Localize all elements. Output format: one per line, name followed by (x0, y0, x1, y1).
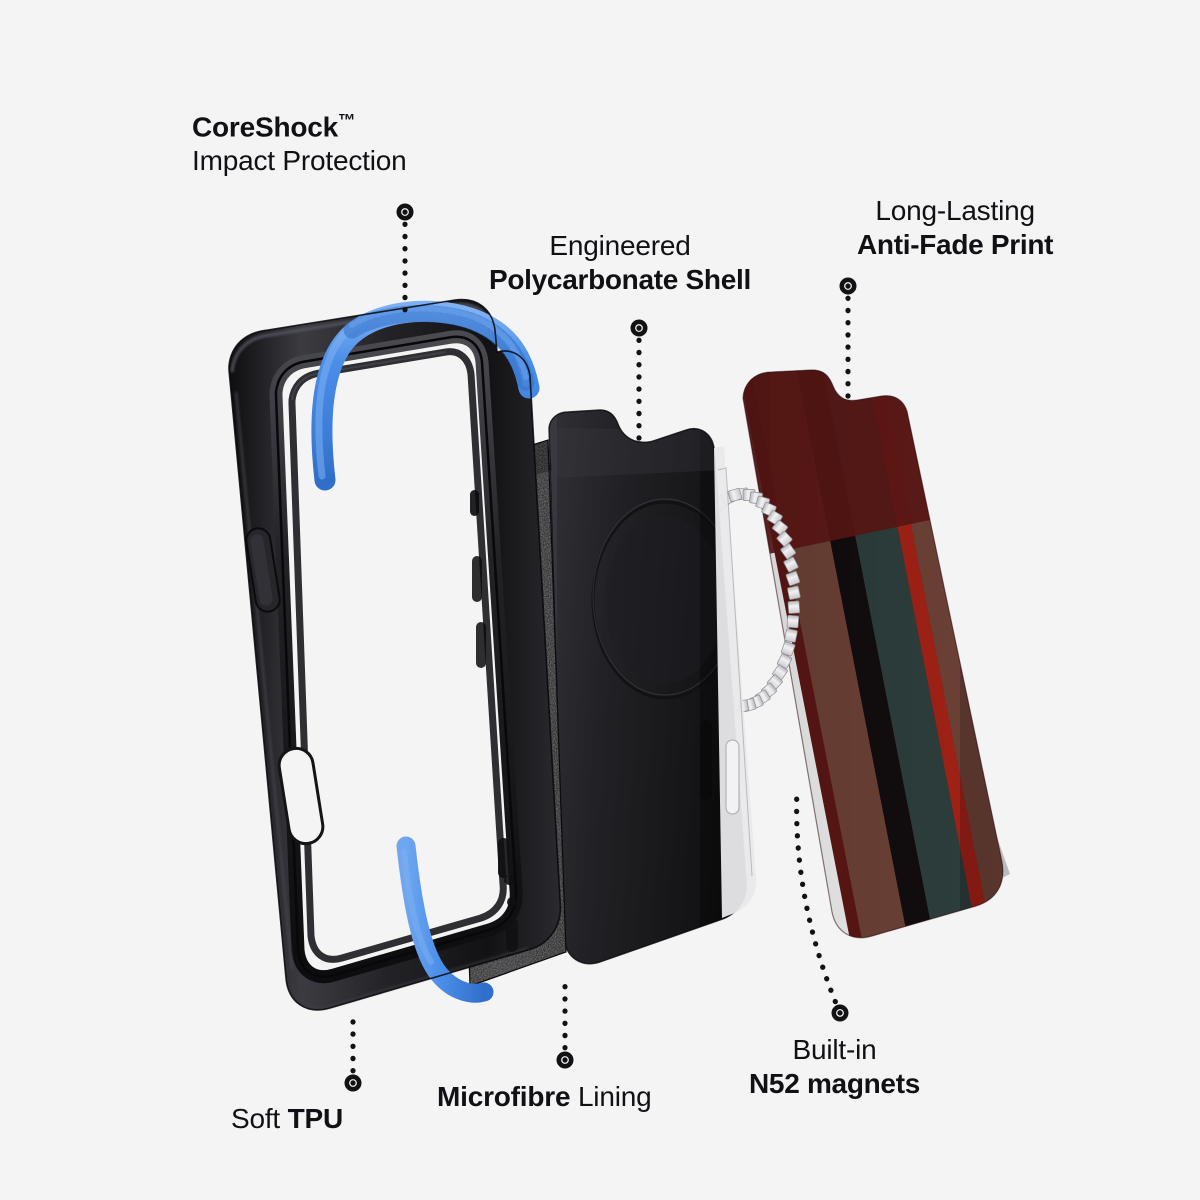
callout-magnets-line2: N52 magnets (749, 1068, 920, 1100)
magnet-segment (784, 628, 798, 643)
callout-polycarbonate-line2: Polycarbonate Shell (489, 264, 751, 296)
printed-back-panel (742, 350, 1200, 990)
callout-microfibre-lining: Microfibre Lining (437, 1080, 652, 1114)
leader-ring (344, 1074, 362, 1092)
callout-coreshock-line1: CoreShock™ (192, 110, 356, 143)
blue-accent-bottom (396, 836, 494, 1003)
leader-ring (396, 203, 414, 221)
magnet-segment (783, 556, 799, 573)
magnet-segment (781, 641, 796, 657)
callout-microfibre-regular: Lining (570, 1081, 652, 1112)
print-stripe (1037, 350, 1194, 990)
callout-soft-tpu-regular: Soft (231, 1103, 288, 1134)
callout-coreshock-line2: Impact Protection (192, 145, 407, 177)
polycarbonate-shell (548, 409, 801, 965)
leader-ring (839, 277, 857, 295)
port-cutouts (470, 490, 518, 952)
leader-ring (630, 319, 648, 337)
callout-coreshock: CoreShock™ Impact Protection (192, 110, 407, 179)
callout-n52-magnets: Built-in N52 magnets (749, 1033, 920, 1101)
magnet-segment (786, 614, 800, 629)
callout-polycarbonate: Engineered Polycarbonate Shell (489, 229, 751, 297)
callout-antifade-line2: Anti-Fade Print (857, 229, 1054, 261)
leader-ring (556, 1051, 574, 1069)
callout-soft-tpu-bold: TPU (287, 1103, 344, 1134)
callout-antifade-print: Long-Lasting Anti-Fade Print (857, 194, 1053, 262)
print-stripe (1069, 350, 1200, 990)
callout-antifade-line1: Long-Lasting (875, 195, 1035, 226)
print-stripe (1013, 350, 1162, 990)
magnet-segment (787, 585, 801, 600)
callout-microfibre-bold: Microfibre (437, 1081, 571, 1112)
magnet-segment (785, 570, 801, 586)
tpu-bumper-frame (228, 298, 562, 1011)
leader-ring (831, 1004, 849, 1022)
print-stripe (973, 370, 1003, 938)
callout-soft-tpu: Soft TPU (231, 1102, 343, 1136)
leader-lines (344, 203, 857, 1092)
callout-polycarbonate-line1: Engineered (549, 230, 691, 261)
magnet-segment (727, 488, 743, 502)
side-buttons (245, 527, 325, 846)
callout-magnets-line1: Built-in (792, 1034, 877, 1065)
magnet-segment (780, 543, 796, 560)
magnet-segment (776, 530, 793, 547)
magnet-segment (787, 600, 801, 614)
